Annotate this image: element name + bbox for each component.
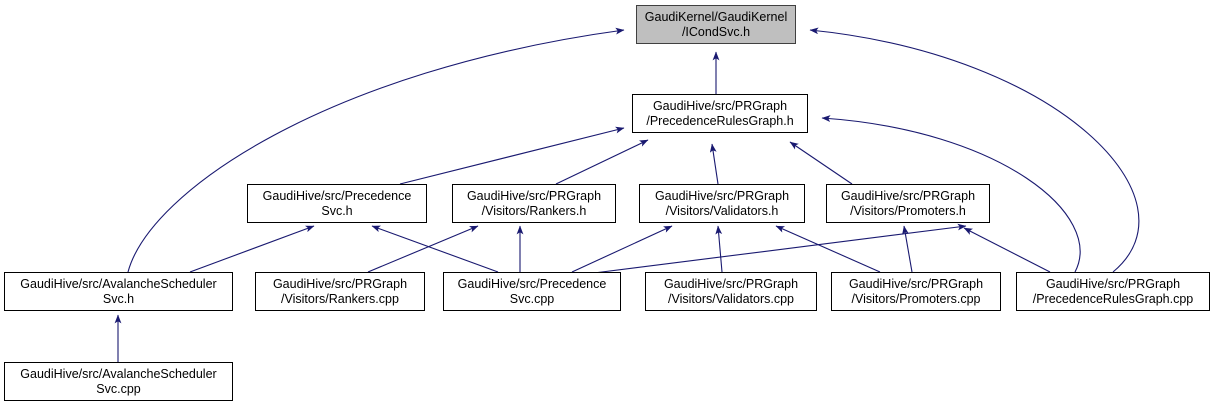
edge-precsvc_h-to-prg_h bbox=[399, 126, 625, 185]
edge-rankers_cpp-to-rankers_h bbox=[367, 225, 479, 273]
graph-node-validators_cpp[interactable]: GaudiHive/src/PRGraph /Visitors/Validato… bbox=[645, 272, 817, 311]
graph-node-avalanche_cpp[interactable]: GaudiHive/src/AvalancheScheduler Svc.cpp bbox=[4, 362, 233, 401]
graph-node-prg_h[interactable]: GaudiHive/src/PRGraph /PrecedenceRulesGr… bbox=[632, 94, 808, 133]
graph-node-rankers_h[interactable]: GaudiHive/src/PRGraph /Visitors/Rankers.… bbox=[452, 184, 616, 223]
edge-prg_cpp-to-prg_h bbox=[821, 115, 1081, 273]
edge-prg_cpp-to-promoters_h bbox=[963, 227, 1051, 273]
edge-promoters_cpp-to-validators_h bbox=[775, 225, 881, 273]
graph-node-avalanche_h[interactable]: GaudiHive/src/AvalancheScheduler Svc.h bbox=[4, 272, 233, 311]
graph-node-promoters_h[interactable]: GaudiHive/src/PRGraph /Visitors/Promoter… bbox=[826, 184, 990, 223]
edge-validators_cpp-to-validators_h bbox=[715, 225, 723, 273]
graph-node-promoters_cpp[interactable]: GaudiHive/src/PRGraph /Visitors/Promoter… bbox=[831, 272, 1001, 311]
graph-node-icondsvc[interactable]: GaudiKernel/GaudiKernel /ICondSvc.h bbox=[636, 5, 796, 44]
graph-node-precsvc_cpp[interactable]: GaudiHive/src/Precedence Svc.cpp bbox=[443, 272, 621, 311]
edge-group bbox=[114, 27, 1140, 362]
edge-precsvc_cpp-to-promoters_h bbox=[585, 223, 967, 275]
edge-promoters_cpp-to-promoters_h bbox=[902, 225, 913, 273]
edge-avalanche_h-to-icondsvc bbox=[127, 27, 625, 273]
edge-prg_cpp-to-icondsvc bbox=[809, 27, 1140, 273]
graph-node-rankers_cpp[interactable]: GaudiHive/src/PRGraph /Visitors/Rankers.… bbox=[255, 272, 425, 311]
graph-node-validators_h[interactable]: GaudiHive/src/PRGraph /Visitors/Validato… bbox=[639, 184, 805, 223]
graph-node-prg_cpp[interactable]: GaudiHive/src/PRGraph /PrecedenceRulesGr… bbox=[1016, 272, 1210, 311]
graph-node-precsvc_h[interactable]: GaudiHive/src/Precedence Svc.h bbox=[247, 184, 427, 223]
edge-precsvc_cpp-to-precsvc_h bbox=[371, 225, 499, 273]
edge-precsvc_cpp-to-validators_h bbox=[571, 225, 673, 273]
edge-promoters_h-to-prg_h bbox=[789, 141, 853, 185]
edge-rankers_h-to-prg_h bbox=[555, 139, 649, 185]
edge-validators_h-to-prg_h bbox=[709, 143, 719, 185]
edge-avalanche_h-to-precsvc_h bbox=[189, 225, 315, 273]
